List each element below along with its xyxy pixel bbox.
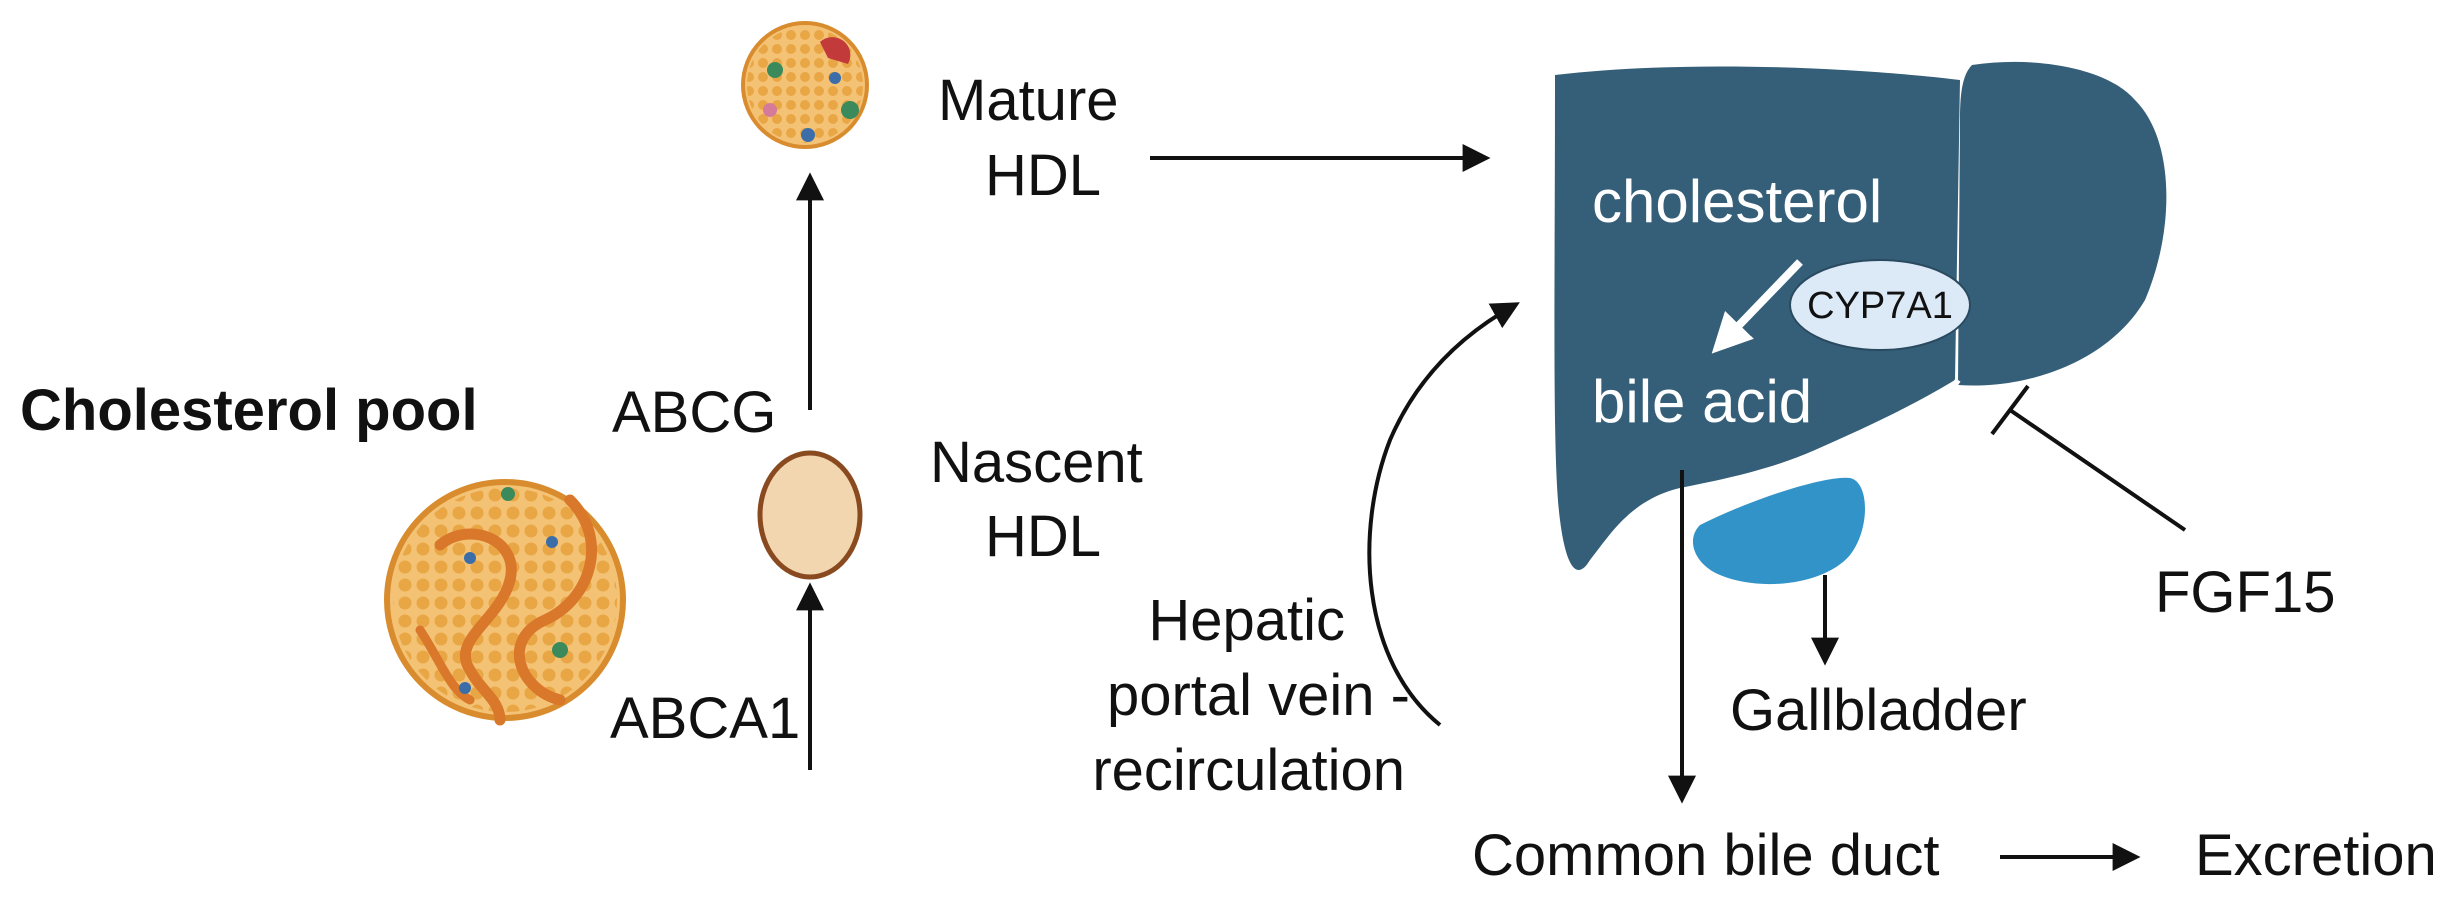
fgf15-label: FGF15 [2155, 560, 2336, 625]
hepatic-label-line1: Hepatic [1148, 588, 1345, 653]
liver-icon [1554, 61, 2167, 571]
nascent-hdl-label-line2: HDL [985, 504, 1101, 569]
gallbladder-label: Gallbladder [1730, 678, 2027, 743]
gallbladder-icon [1692, 477, 1865, 585]
common-bile-duct-label: Common bile duct [1472, 823, 1939, 888]
hepatic-label-line2: portal vein - [1107, 663, 1410, 728]
cholesterol-to-bile-acid-arrow [1711, 259, 1803, 354]
mature-hdl-label-line1: Mature [938, 68, 1119, 133]
mature-hdl-label-line2: HDL [985, 143, 1101, 208]
mature-hdl-particle-icon [741, 21, 869, 149]
cholesterol-pool-label: Cholesterol pool [20, 378, 478, 443]
cyp7a1-enzyme-badge [1789, 259, 1971, 351]
abcg-label: ABCG [612, 380, 776, 445]
hepatic-label-line3: recirculation [1092, 738, 1405, 803]
cholesterol-pool-particle-icon [384, 479, 626, 726]
abca1-label: ABCA1 [610, 686, 800, 751]
fgf15-inhibition-bar [1990, 384, 2030, 436]
recirculation-arrow [1367, 302, 1520, 727]
fgf15-inhibition-line [2008, 408, 2187, 532]
liver-cholesterol-label: cholesterol [1592, 168, 1882, 235]
liver-bile-acid-label: bile acid [1592, 368, 1812, 435]
nascent-hdl-particle-icon [757, 450, 863, 580]
nascent-hdl-label-line1: Nascent [930, 430, 1143, 495]
cyp7a1-enzyme-label: CYP7A1 [1807, 285, 1953, 327]
excretion-label: Excretion [2195, 823, 2437, 888]
